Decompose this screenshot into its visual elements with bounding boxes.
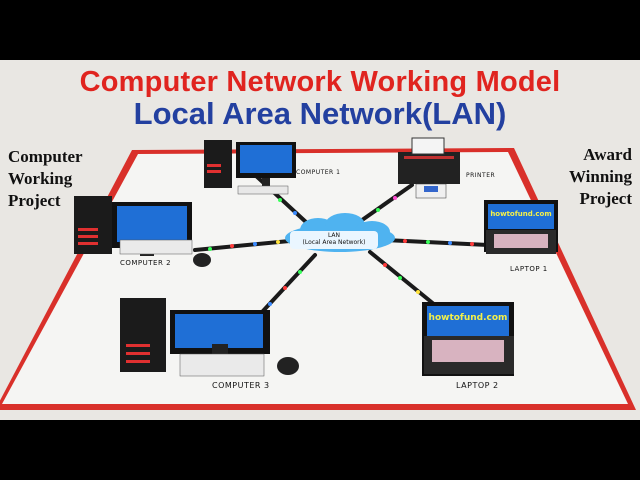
- right-caption-line: Winning: [568, 167, 632, 186]
- computer-2: [74, 196, 211, 267]
- label-computer-3: COMPUTER 3: [212, 381, 270, 390]
- left-caption-line: Project: [8, 191, 61, 210]
- left-caption: Computer Working Project: [8, 146, 83, 212]
- right-caption-line: Award: [583, 145, 632, 164]
- computer-3: [120, 298, 299, 377]
- letterbox-top: [0, 0, 640, 60]
- left-caption-line: Computer: [8, 147, 83, 166]
- laptop-2: [422, 302, 514, 376]
- letterbox-bottom: [0, 420, 640, 480]
- title-line-1: Computer Network Working Model: [79, 66, 561, 98]
- network-model-board: [0, 137, 636, 410]
- label-computer-1: COMPUTER 1: [296, 169, 341, 176]
- left-caption-line: Working: [8, 169, 73, 188]
- label-laptop-1: LAPTOP 1: [510, 265, 548, 273]
- hub-label-line2: (Local Area Network): [302, 239, 366, 246]
- board-surface: [2, 152, 628, 404]
- laptop-2-screen-text: howtofund.com: [428, 313, 508, 323]
- laptop-1-screen-text: howtofund.com: [490, 210, 552, 218]
- label-computer-2: COMPUTER 2: [120, 259, 172, 267]
- computer-1: [204, 140, 296, 195]
- lan-hub-cloud: [285, 213, 395, 252]
- title-line-2: Local Area Network(LAN): [133, 96, 507, 131]
- right-caption: Award Winning Project: [569, 144, 632, 210]
- hub-label: LAN (Local Area Network): [290, 232, 378, 246]
- hub-label-line1: LAN: [327, 232, 341, 239]
- printer: [398, 137, 460, 199]
- right-caption-line: Project: [579, 189, 632, 208]
- label-laptop-2: LAPTOP 2: [456, 381, 499, 390]
- laptop-1: [484, 200, 558, 254]
- label-printer: PRINTER: [466, 172, 496, 179]
